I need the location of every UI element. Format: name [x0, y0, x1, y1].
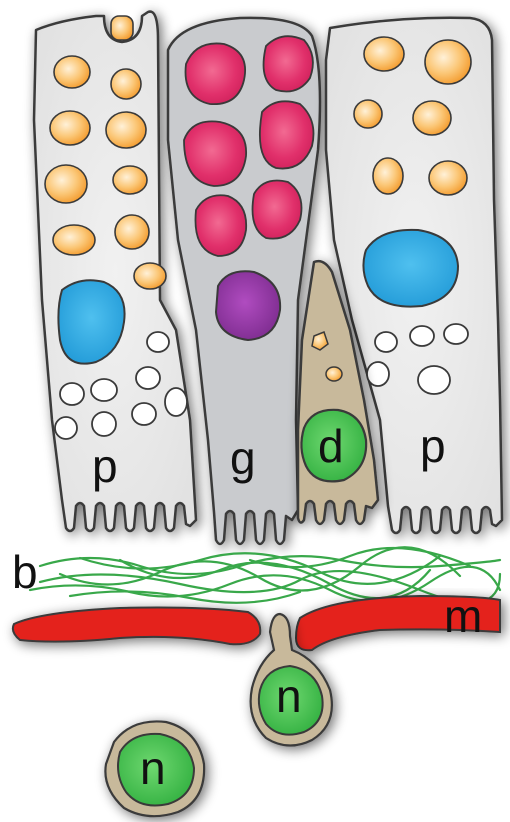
label-p-right: p	[420, 420, 446, 472]
membrane	[13, 596, 500, 650]
purple-granule	[216, 271, 280, 340]
label-d: d	[318, 420, 344, 472]
label-b: b	[12, 546, 38, 598]
label-m: m	[444, 590, 482, 642]
label-g: g	[230, 432, 256, 484]
nucleus-right	[363, 230, 458, 307]
basement-membrane-fibers	[30, 547, 500, 603]
label-n-upper: n	[276, 670, 302, 722]
label-n-lower: n	[140, 742, 166, 794]
label-p-left: p	[92, 440, 118, 492]
